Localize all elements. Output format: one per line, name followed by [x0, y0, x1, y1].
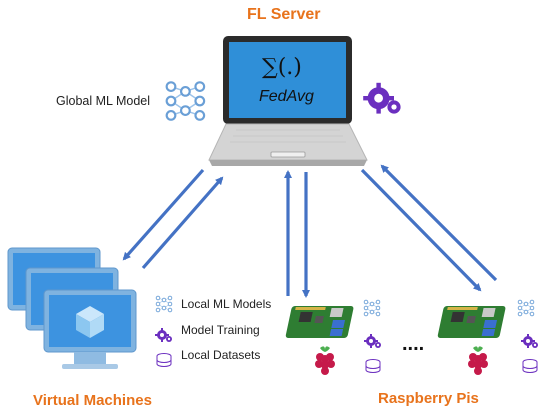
pi2-database-icon [522, 359, 538, 373]
arrow-vm-to-server [141, 176, 224, 270]
global-neural-network-icon [165, 81, 206, 121]
legend-local-ml-models: Local ML Models [181, 297, 272, 311]
raspberry-logo-2 [468, 346, 488, 375]
legend-neural-network-icon [155, 295, 173, 313]
vm-cube-icon [76, 306, 104, 338]
pi1-gears-icon [364, 334, 381, 348]
raspberry-logo-1 [315, 346, 335, 375]
pi1-neural-network-icon [363, 299, 381, 317]
legend-gears-icon [155, 328, 172, 342]
pi2-neural-network-icon [517, 299, 535, 317]
pi-ellipsis: .... [402, 333, 424, 355]
server-gears-icon [363, 82, 401, 114]
arrow-pi2-to-server [380, 164, 498, 282]
global-model-label: Global ML Model [56, 94, 151, 108]
server-title: FL Server [247, 6, 321, 23]
screen-formula: ∑(.) [262, 55, 302, 80]
arrow-server-to-vm [122, 168, 205, 261]
screen-fedavg-label: FedAvg [259, 88, 314, 105]
pi2-gears-icon [521, 334, 538, 348]
virtual-machines-label: Virtual Machines [33, 392, 152, 409]
virtual-machines-stack [7, 247, 137, 370]
raspberry-pi-board-2 [437, 306, 506, 338]
legend-local-datasets: Local Datasets [181, 348, 261, 362]
raspberry-pis-label: Raspberry Pis [378, 390, 479, 407]
laptop-server [208, 36, 368, 166]
pi1-database-icon [365, 359, 381, 373]
legend-model-training: Model Training [181, 323, 260, 337]
arrow-server-to-pi2 [360, 168, 482, 292]
legend-database-icon [156, 353, 172, 367]
raspberry-pi-board-1 [285, 306, 354, 338]
